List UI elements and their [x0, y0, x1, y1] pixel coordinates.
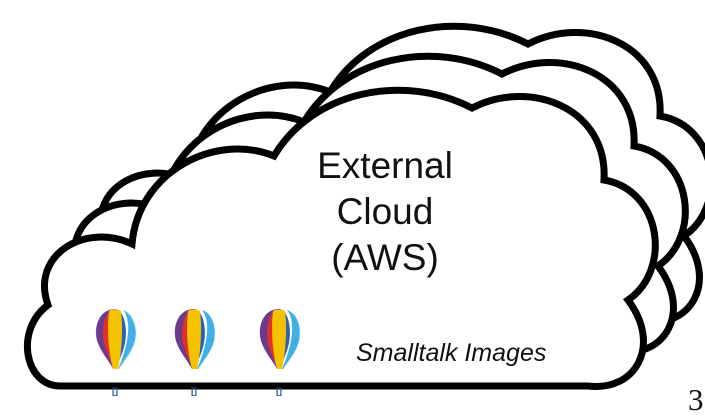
balloon-basket-text: [] [112, 386, 118, 396]
balloon-icon: [] [259, 309, 300, 396]
hot-air-balloon-icon: [] [174, 309, 215, 396]
cloud-label-line: Cloud [336, 191, 434, 232]
hot-air-balloon-icon: [] [259, 309, 300, 396]
smalltalk-images-caption: Smalltalk Images [356, 339, 547, 367]
balloon-basket-text: [] [276, 386, 282, 396]
balloon-icon: [] [174, 309, 215, 396]
balloon-icon: [] [95, 308, 137, 396]
cloud-label-line: (AWS) [331, 237, 439, 278]
cloud-label-line: External [317, 145, 453, 186]
page-number: 3 [688, 382, 704, 417]
balloon-basket-text: [] [191, 386, 197, 396]
hot-air-balloon-icon: [] [95, 308, 137, 396]
cloud-label: External Cloud (AWS) [260, 143, 510, 281]
